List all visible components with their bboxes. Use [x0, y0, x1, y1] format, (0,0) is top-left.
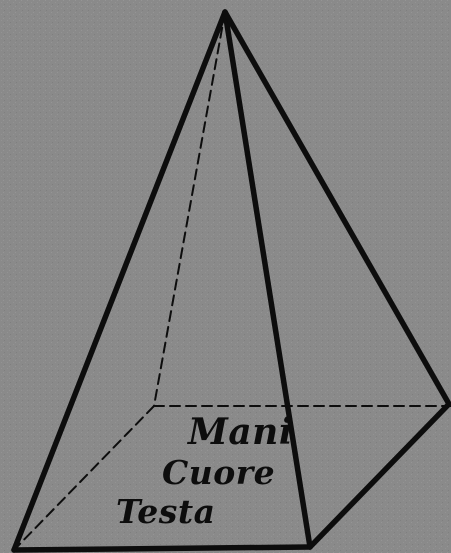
label-cuore: Cuore — [162, 456, 275, 489]
label-mani: Mani — [188, 414, 293, 450]
label-testa: Testa — [116, 495, 215, 528]
edge-base-front — [14, 547, 310, 550]
